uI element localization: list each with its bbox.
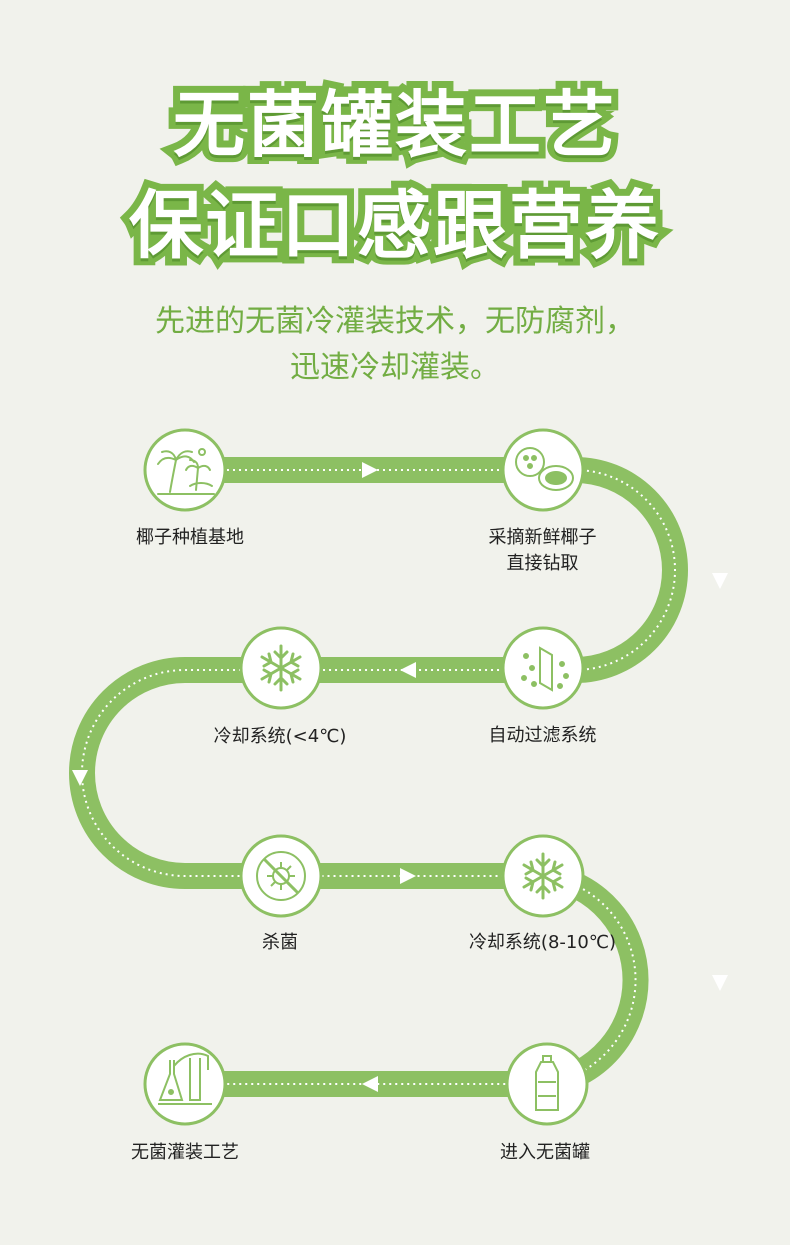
snowflake-icon	[522, 852, 564, 900]
step-circle-7	[505, 1042, 589, 1126]
arrow-down-2	[72, 770, 88, 786]
step-label-6: 冷却系统(8-10℃)	[468, 932, 617, 953]
filter-icon	[521, 646, 569, 692]
step-label-3: 自动过滤系统	[488, 725, 597, 746]
subtitle-line-1: 先进的无菌冷灌装技术，无防腐剂，	[155, 304, 635, 339]
step-label-5: 杀菌	[262, 932, 298, 953]
title-line-2: 保证口感跟营养	[122, 176, 666, 276]
arrow-right-2	[400, 868, 416, 884]
subtitle-line-2: 迅速冷却灌装。	[290, 350, 500, 385]
arrow-down-1	[712, 573, 728, 589]
step-label-7: 进入无菌罐	[500, 1142, 590, 1163]
virus-blocked-icon	[256, 851, 306, 901]
step-label-8: 无菌灌装工艺	[131, 1142, 239, 1163]
bottle-icon	[535, 1055, 559, 1111]
lab-flask-icon	[158, 1052, 212, 1105]
arrow-right-1	[362, 462, 378, 478]
arrow-left-2	[362, 1076, 378, 1092]
step-label-1: 椰子种植基地	[136, 527, 244, 548]
snowflake-icon	[260, 644, 302, 692]
palm-tree-icon	[157, 448, 215, 495]
flow-arrows	[72, 462, 728, 1092]
step-circle-3	[501, 626, 585, 710]
arrow-down-3	[712, 975, 728, 991]
step-label-4: 冷却系统(<4℃)	[213, 726, 347, 747]
title-line-1: 无菌罐装工艺	[166, 76, 622, 174]
flow-track	[69, 457, 688, 1097]
step-label-2-line-1: 采摘新鲜椰子	[488, 527, 597, 548]
arrow-left-1	[400, 662, 416, 678]
coconut-icon	[515, 447, 574, 491]
step-label-2-line-2: 直接钻取	[506, 553, 579, 574]
